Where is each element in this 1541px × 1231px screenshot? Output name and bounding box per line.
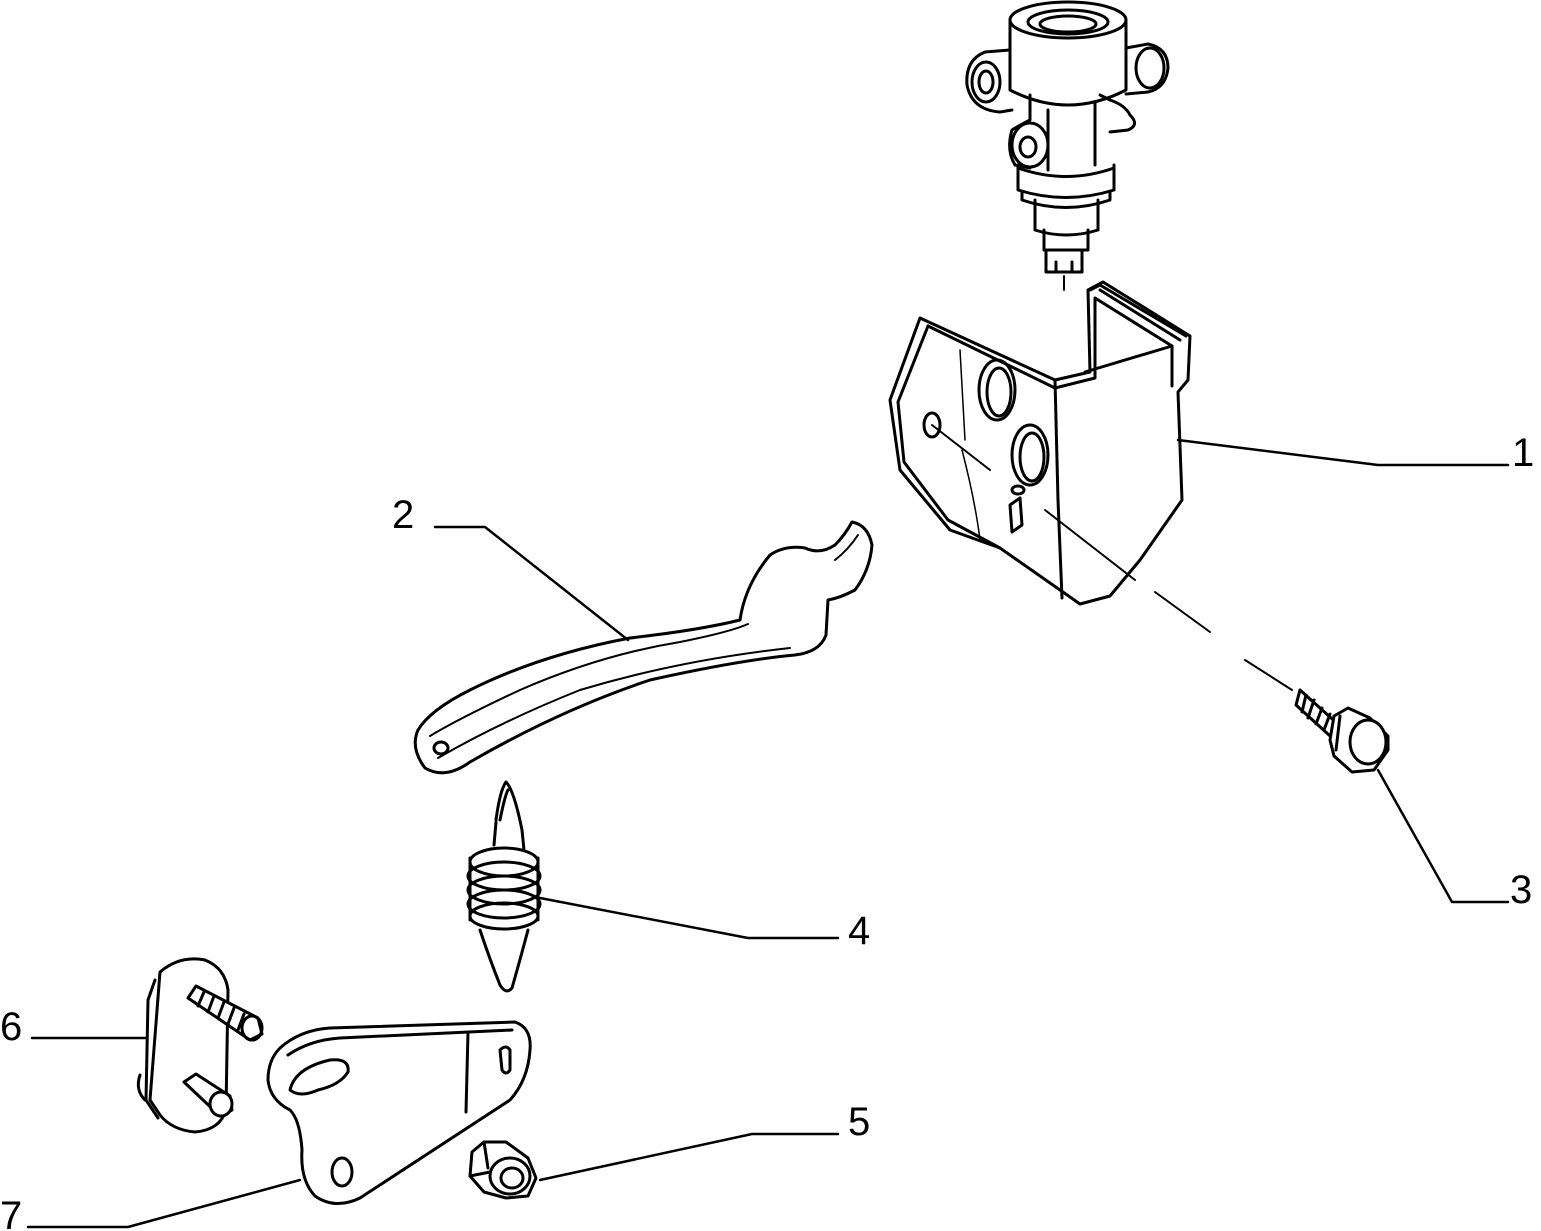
assembly-axis-lines — [931, 275, 1293, 691]
callout-2: 2 — [392, 493, 414, 537]
leader-lines — [26, 438, 1510, 1229]
leader-line-4 — [538, 896, 840, 940]
callout-6: 6 — [0, 1005, 22, 1049]
leader-line-2 — [433, 525, 630, 642]
callout-1: 1 — [1512, 431, 1534, 475]
leader-line-5 — [538, 1132, 840, 1182]
callout-7: 7 — [0, 1194, 22, 1231]
screw-part-3 — [1294, 688, 1390, 774]
leader-line-1 — [1176, 438, 1510, 467]
lever-plate-part-7 — [266, 1020, 532, 1205]
callout-4: 4 — [848, 909, 870, 953]
bracket-part-1 — [888, 280, 1192, 606]
callout-5: 5 — [848, 1100, 870, 1144]
nut-part-5 — [468, 1140, 538, 1200]
leader-line-7 — [26, 1178, 302, 1229]
stud-plate-part-6 — [136, 957, 264, 1134]
leader-line-3 — [1376, 768, 1510, 904]
callout-3: 3 — [1510, 868, 1532, 912]
lever-part-2 — [413, 520, 874, 775]
spring-part-4 — [466, 780, 542, 993]
valve-body — [965, 0, 1170, 274]
